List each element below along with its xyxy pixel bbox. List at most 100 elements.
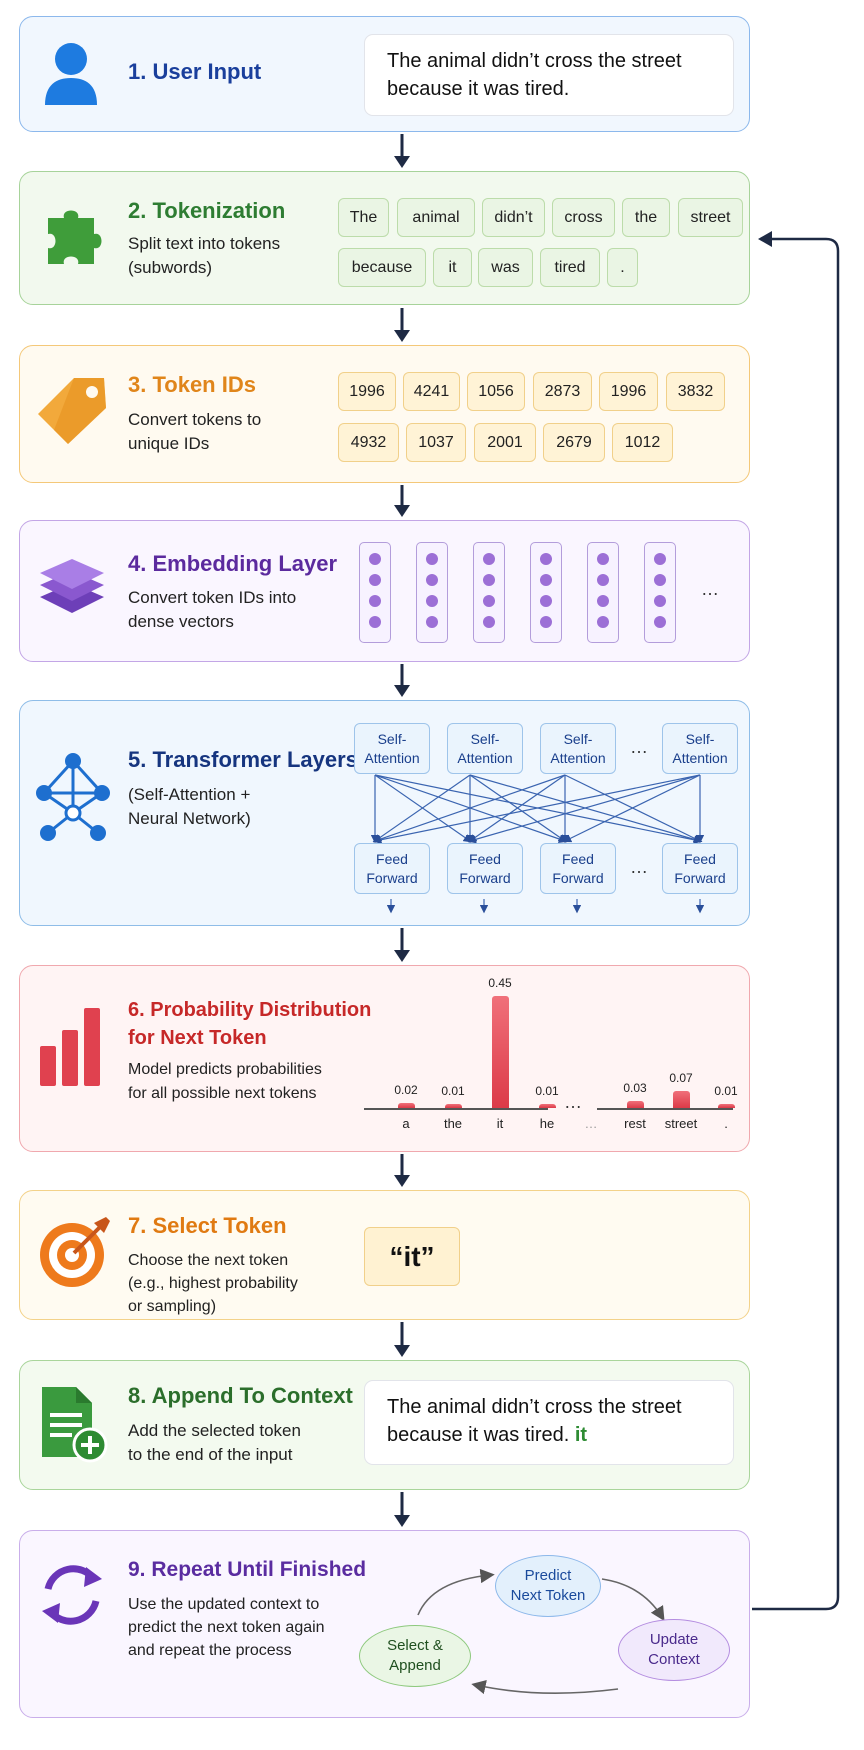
probability-bar [491, 996, 509, 1108]
layers-icon [40, 559, 104, 613]
embedding-vector [644, 542, 676, 643]
token-chip: tired [540, 248, 600, 287]
step-title: 3. Token IDs [128, 372, 256, 397]
self-attention-block: Self-Attention [447, 723, 523, 774]
tag-icon [38, 378, 106, 444]
step-embedding-layer: 4. Embedding Layer Convert token IDs int… [19, 520, 750, 662]
chart-gap-ellipsis: … [564, 1092, 583, 1112]
token-chip: The [338, 198, 389, 237]
token-id-chip: 2679 [543, 423, 605, 462]
token-category-label: the [443, 1116, 463, 1131]
step-repeat-until-finished: 9. Repeat Until Finished Use the updated… [19, 1530, 750, 1718]
target-icon [40, 1217, 110, 1287]
token-category-label: rest [624, 1116, 646, 1131]
context-line: The animal didn’t cross the street [387, 1396, 682, 1418]
down-arrow [394, 308, 410, 342]
context-line: because it was tired. it [387, 1424, 588, 1446]
token-id-chip: 4932 [338, 423, 399, 462]
appended-token: it [574, 1424, 588, 1446]
down-arrow [394, 1492, 410, 1527]
probability-value-label: 0.45 [488, 976, 512, 990]
token-id-chip: 1996 [599, 372, 658, 411]
step-title: 1. User Input [128, 59, 262, 84]
input-line: The animal didn’t cross the street [387, 50, 682, 72]
step-title: 9. Repeat Until Finished [128, 1558, 367, 1581]
step-title: 6. Probability Distribution for Next Tok… [128, 999, 372, 1049]
user-input-box[interactable]: The animal didn’t cross the street becau… [364, 34, 734, 116]
self-attention-block: Self-Attention [354, 723, 430, 774]
self-attention-block: Self-Attention [540, 723, 616, 774]
updated-context-box[interactable]: The animal didn’t cross the street becau… [364, 1380, 734, 1465]
cycle-arrows [417, 1568, 665, 1695]
bar-chart-icon [40, 1008, 100, 1086]
down-arrow [394, 485, 410, 517]
self-attention-block: Self-Attention [662, 723, 738, 774]
selected-token: “it” [364, 1227, 460, 1286]
probability-value-label: 0.01 [441, 1084, 465, 1098]
token-chip: it [433, 248, 472, 287]
token-chip: was [478, 248, 533, 287]
token-category-label: . [724, 1116, 728, 1131]
embedding-vector [359, 542, 391, 643]
step-title: 8. Append To Context [128, 1383, 353, 1408]
down-arrow [394, 928, 410, 962]
embedding-vector [416, 542, 448, 643]
step-title: 5. Transformer Layers [128, 747, 358, 772]
token-id-chip: 1037 [406, 423, 466, 462]
embedding-vector [473, 542, 505, 643]
step-select-token: 7. Select Token Choose the next token(e.… [19, 1190, 750, 1320]
token-chip: street [678, 198, 743, 237]
token-id-chip: 1012 [612, 423, 673, 462]
token-id-chip: 1996 [338, 372, 396, 411]
token-chip: didn’t [482, 198, 545, 237]
step-title: 4. Embedding Layer [128, 551, 338, 576]
puzzle-icon [48, 210, 102, 264]
vector-ellipsis: … [701, 579, 720, 599]
down-arrow [394, 664, 410, 697]
step-description: Choose the next token(e.g., highest prob… [128, 1252, 298, 1315]
refresh-cycle-icon [42, 1565, 102, 1625]
token-id-chip: 2001 [474, 423, 536, 462]
step-user-input: 1. User Input The animal didn’t cross th… [19, 16, 750, 132]
probability-bar [717, 1104, 735, 1108]
down-arrow [394, 134, 410, 168]
probability-bar [397, 1103, 415, 1108]
step-append-to-context: 8. Append To Context Add the selected to… [19, 1360, 750, 1490]
probability-value-label: 0.07 [669, 1070, 693, 1085]
token-category-label: street [664, 1116, 698, 1131]
add-document-icon [42, 1387, 108, 1463]
down-arrow [394, 1322, 410, 1357]
chart-baseline [597, 1108, 733, 1110]
step-transformer-layers: 5. Transformer Layers (Self-Attention +N… [19, 700, 750, 926]
token-id-chip: 1056 [467, 372, 525, 411]
probability-bar [626, 1100, 644, 1108]
token-category-label: he [539, 1116, 555, 1131]
token-chip: because [338, 248, 426, 287]
token-category-label: a [402, 1116, 410, 1131]
step-title: 2. Tokenization [128, 198, 286, 223]
token-category-label: … [584, 1116, 598, 1131]
attention-connections [370, 774, 705, 914]
probability-bar [538, 1104, 556, 1108]
chart-baseline [364, 1108, 548, 1110]
probability-value-label: 0.01 [714, 1084, 738, 1098]
token-id-chip: 2873 [533, 372, 592, 411]
token-chip: . [607, 248, 638, 287]
attention-ellipsis: … [630, 737, 649, 757]
cycle-node-select: Select &Append [359, 1625, 471, 1687]
down-arrow [394, 1154, 410, 1187]
token-chip: the [622, 198, 670, 237]
probability-value-label: 0.02 [394, 1083, 418, 1098]
probability-value-label: 0.01 [535, 1084, 559, 1098]
step-tokenization: 2. Tokenization Split text into tokens(s… [19, 171, 750, 305]
